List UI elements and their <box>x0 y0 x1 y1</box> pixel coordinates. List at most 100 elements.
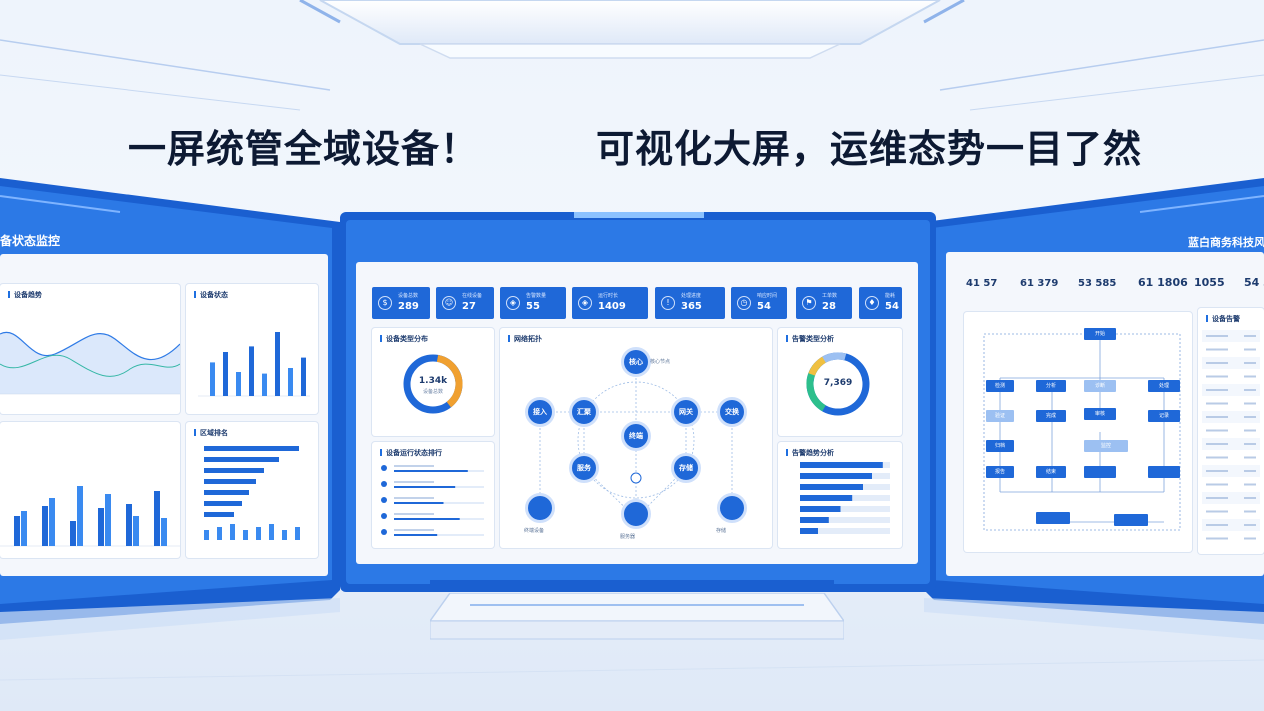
flowchart-links <box>983 333 1181 531</box>
alarm-donut-value: 7,369 <box>823 378 853 388</box>
bar <box>133 516 139 546</box>
table-cell <box>1244 416 1256 418</box>
topology-panel: 网络拓扑 核心 接入 汇聚 网关 交换 终端 服务 存储 核心节点 <box>500 328 772 548</box>
flow-node[interactable] <box>1036 512 1070 524</box>
flow-node[interactable]: 审核 <box>1084 408 1116 420</box>
kpi-card[interactable]: ☺ 在线设备 27 <box>436 287 494 319</box>
topology-node[interactable]: 终端 <box>621 421 651 451</box>
topology-node[interactable]: 核心 <box>621 347 651 377</box>
flow-node[interactable]: 监控 <box>1084 440 1128 452</box>
table-cell <box>1206 456 1228 459</box>
stage-platform <box>430 593 844 640</box>
kpi-card[interactable]: $ 设备总数 289 <box>372 287 430 319</box>
bar <box>98 508 104 546</box>
flow-node[interactable] <box>1084 466 1116 478</box>
list-bar <box>394 518 460 520</box>
table-cell <box>1206 537 1228 540</box>
right-kpi[interactable]: 61 379 <box>1020 278 1059 289</box>
topology-node[interactable] <box>717 493 747 523</box>
bar <box>210 362 215 396</box>
flow-node[interactable]: 归档 <box>986 440 1014 452</box>
bar <box>269 524 274 540</box>
hbar <box>204 457 279 462</box>
table-cell <box>1244 524 1256 526</box>
table-cell <box>1244 470 1256 472</box>
list-label <box>394 465 434 467</box>
bar <box>105 494 111 546</box>
flow-node[interactable]: 记录 <box>1148 410 1180 422</box>
hbar <box>204 512 234 517</box>
bar <box>243 530 248 540</box>
hbar <box>204 468 264 473</box>
list-label <box>394 529 434 531</box>
right-kpi[interactable]: 1055 <box>1194 276 1225 289</box>
left-bottom-bar-chart <box>0 486 180 547</box>
list-bar <box>394 502 444 504</box>
donut-sub: 设备总数 <box>422 389 443 395</box>
flow-node[interactable]: 分析 <box>1036 380 1066 392</box>
list-bar <box>394 486 456 488</box>
flow-node[interactable]: 报告 <box>986 466 1014 478</box>
topology-node[interactable]: 存储 <box>671 453 701 483</box>
kpi-card[interactable]: ◈ 运行时长 1409 <box>572 287 648 319</box>
topology-node[interactable]: 接入 <box>525 397 555 427</box>
topology-node[interactable]: 网关 <box>671 397 701 427</box>
flow-node[interactable]: 完成 <box>1036 410 1066 422</box>
bar <box>288 368 293 396</box>
topology-node[interactable]: 汇聚 <box>569 397 599 427</box>
flow-node[interactable]: 结束 <box>1036 466 1066 478</box>
flow-node[interactable]: 处理 <box>1148 380 1180 392</box>
flow-node[interactable]: 开始 <box>1084 328 1116 340</box>
table-cell <box>1206 402 1228 405</box>
flow-node[interactable] <box>1114 514 1148 526</box>
kpi-card[interactable]: ! 处理进度 365 <box>655 287 725 319</box>
kpi-card[interactable]: ◈ 告警数量 55 <box>500 287 566 319</box>
right-screen: 蓝白商务科技风 41 57 61 379 53 585 61 1806 1055… <box>946 226 1264 578</box>
bar <box>126 504 132 546</box>
kpi-card[interactable]: ♦ 能耗 54 <box>859 287 902 319</box>
table-row <box>1202 357 1260 369</box>
list-icon <box>381 497 387 503</box>
topology-node[interactable]: 服务 <box>569 453 599 483</box>
table-cell <box>1244 362 1256 364</box>
bar <box>154 491 160 546</box>
right-kpi[interactable]: 54 399 <box>1244 276 1264 289</box>
shield-icon: ◈ <box>506 296 520 310</box>
bar <box>282 530 287 540</box>
right-kpi[interactable]: 41 57 <box>966 278 998 289</box>
bar <box>21 511 27 546</box>
flow-node[interactable] <box>1148 466 1180 478</box>
table-cell <box>1244 348 1256 351</box>
flow-node[interactable]: 验证 <box>986 410 1014 422</box>
left-bar-chart <box>198 332 310 397</box>
hbar <box>800 462 883 468</box>
bar <box>295 527 300 540</box>
table-row <box>1202 370 1260 383</box>
flow-node[interactable]: 检测 <box>986 380 1014 392</box>
list-icon <box>381 513 387 519</box>
flow-node[interactable]: 诊断 <box>1084 380 1116 392</box>
topology-node[interactable] <box>525 493 555 523</box>
right-kpi[interactable]: 53 585 <box>1078 278 1117 289</box>
right-kpi[interactable]: 61 1806 <box>1138 276 1188 289</box>
table-row <box>1202 519 1260 531</box>
kpi-card[interactable]: ◷ 响应时间 54 <box>731 287 787 319</box>
table-row <box>1202 397 1260 410</box>
alarm-hbar-chart <box>800 462 890 534</box>
topology-node[interactable]: 交换 <box>717 397 747 427</box>
hbar <box>204 479 256 484</box>
device-donut-chart <box>403 354 463 414</box>
bar <box>262 373 267 396</box>
center-screen: $ 设备总数 289 ☺ 在线设备 27 ◈ 告警数量 55 ◈ 运行时长 14… <box>356 262 918 564</box>
topology-node[interactable] <box>621 499 651 529</box>
table-cell <box>1206 416 1228 418</box>
table-cell <box>1244 389 1256 391</box>
flowchart-panel: 开始 检测 分析 诊断 处理 验证 完成 审核 记录 归档 监控 报告 结束 <box>964 312 1192 552</box>
kpi-card[interactable]: ⚑ 工单数 28 <box>796 287 852 319</box>
drop-icon: ♦ <box>865 296 879 310</box>
topology-label: 终端设备 <box>524 528 545 534</box>
list-label <box>394 481 434 483</box>
list-icon <box>381 529 387 535</box>
table-row <box>1202 343 1260 356</box>
bar <box>223 352 228 396</box>
